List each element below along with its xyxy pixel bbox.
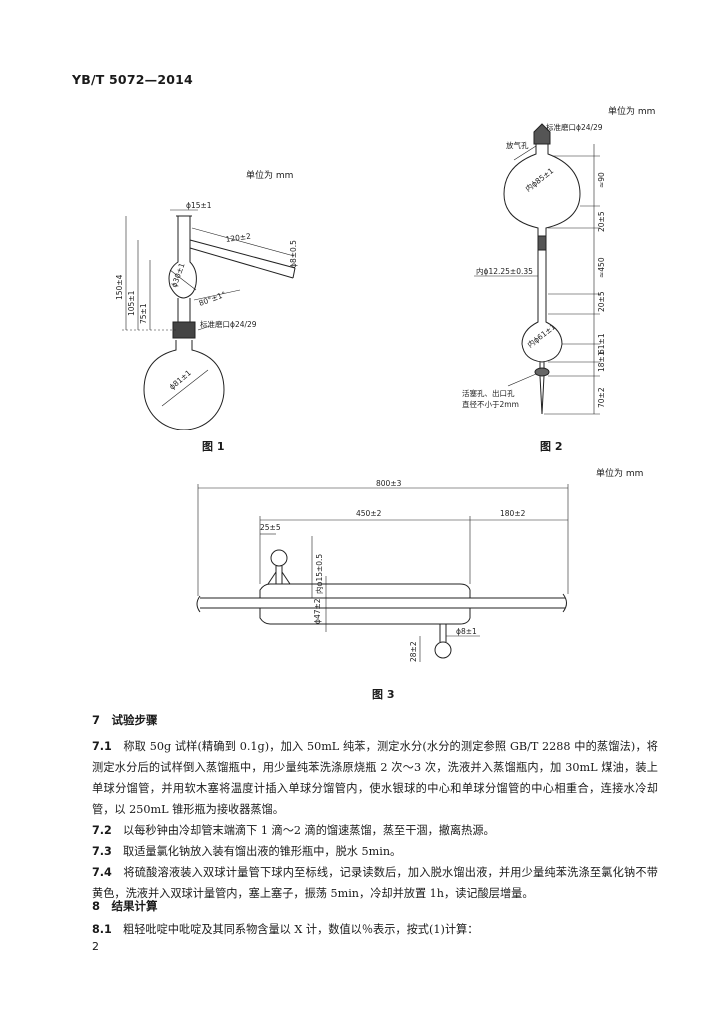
fig1-arm-dia: ϕ8±0.5 (289, 240, 298, 268)
figure2-double-bulb-tube-diagram (474, 123, 600, 415)
fig2-note-line2: 直径不小于2mm (462, 399, 519, 409)
section7-title: 7 试验步骤 (92, 713, 158, 727)
figure2-unit: 单位为 mm (608, 107, 656, 117)
fig1-top-dia: ϕ15±1 (186, 201, 212, 210)
fig2-tube-dia: 内ϕ12.25±0.35 (476, 266, 533, 276)
fig1-arm-len: 120±2 (225, 232, 252, 244)
fig1-h2: 105±1 (127, 290, 136, 316)
fig2-tube-len: ≈450 (597, 257, 606, 278)
section7-item-1: 7.1 称取 50g 试样(精确到 0.1g)，加入 50mL 纯苯，测定水分(… (92, 740, 658, 816)
figure3-unit: 单位为 mm (596, 469, 644, 479)
page-number: 2 (92, 940, 99, 953)
section7-item-4: 7.4 将硫酸溶液装入双球计量管下球内至标线，记录读数后，加入脱水馏出液，并用少… (92, 866, 658, 900)
standard-number: YB/T 5072—2014 (72, 72, 193, 87)
fig2-stem-h: 18±1 (597, 351, 606, 372)
fig1-joint: 标准磨口ϕ24/29 (200, 319, 257, 329)
figure2-caption: 图 2 (540, 440, 563, 453)
fig3-left-bulb: 25±5 (260, 523, 281, 532)
section7-item-2: 7.2 以每秒钟由冷却管末端滴下 1 滴～2 滴的馏速蒸馏，蒸至干涸，撤离热源。 (92, 824, 495, 837)
figure1-caption: 图 1 (202, 440, 225, 453)
figure1-unit: 单位为 mm (246, 171, 294, 181)
figure3-caption: 图 3 (372, 688, 395, 701)
fig2-neck1: 20±5 (597, 211, 606, 232)
figure2-dimension-labels: 标准磨口ϕ24/29 放气孔 内ϕ85±1 ≈90 20±5 ≈450 内ϕ12… (462, 122, 606, 409)
section8-item-1: 8.1 粗轻吡啶中吡啶及其同系物含量以 X 计，数值以％表示，按式(1)计算： (92, 923, 479, 936)
fig3-bottom-h: 28±2 (409, 641, 418, 662)
fig2-note-line1: 活塞孔、出口孔 (462, 388, 515, 398)
fig2-neck2: 20±5 (597, 291, 606, 312)
figure3-double-bulb-metering-tube-diagram (196, 484, 569, 662)
fig3-bottom-dia: ϕ8±1 (456, 627, 477, 636)
figure1-fractionating-tube-diagram (122, 209, 296, 430)
fig3-mid: 450±2 (356, 509, 382, 518)
fig1-flask-dia: ϕ81±1 (168, 368, 194, 391)
fig2-upper-h: ≈90 (597, 172, 606, 188)
fig1-angle: 80°±1° (198, 290, 228, 308)
fig1-bulb-dia: ϕ30±1 (169, 261, 186, 288)
fig2-lower-dia: 内ϕ61±1 (525, 321, 557, 349)
fig2-lower-h: 61±1 (597, 333, 606, 354)
fig2-tip-h: 70±2 (597, 387, 606, 408)
fig3-outer-dia: ϕ47±2 (313, 598, 322, 624)
fig2-upper-dia: 内ϕ85±1 (523, 165, 555, 193)
fig2-joint: 标准磨口ϕ24/29 (546, 122, 603, 132)
fig2-vent: 放气孔 (506, 140, 529, 150)
fig3-right: 180±2 (500, 509, 526, 518)
section8-title: 8 结果计算 (92, 899, 158, 913)
figure1-dimension-labels: ϕ15±1 120±2 ϕ8±0.5 ϕ30±1 80°±1° 150±4 10… (115, 201, 298, 392)
fig3-inner-dia: 内ϕ15±0.5 (314, 554, 324, 594)
fig1-h1: 150±4 (115, 274, 124, 300)
section7-item-3: 7.3 取适量氯化钠放入装有馏出液的锥形瓶中，脱水 5min。 (92, 845, 402, 858)
fig3-total: 800±3 (376, 479, 402, 488)
fig1-h3: 75±1 (139, 303, 148, 324)
figure3-dimension-labels: 800±3 450±2 180±2 25±5 内ϕ15±0.5 ϕ47±2 ϕ8… (260, 479, 526, 662)
